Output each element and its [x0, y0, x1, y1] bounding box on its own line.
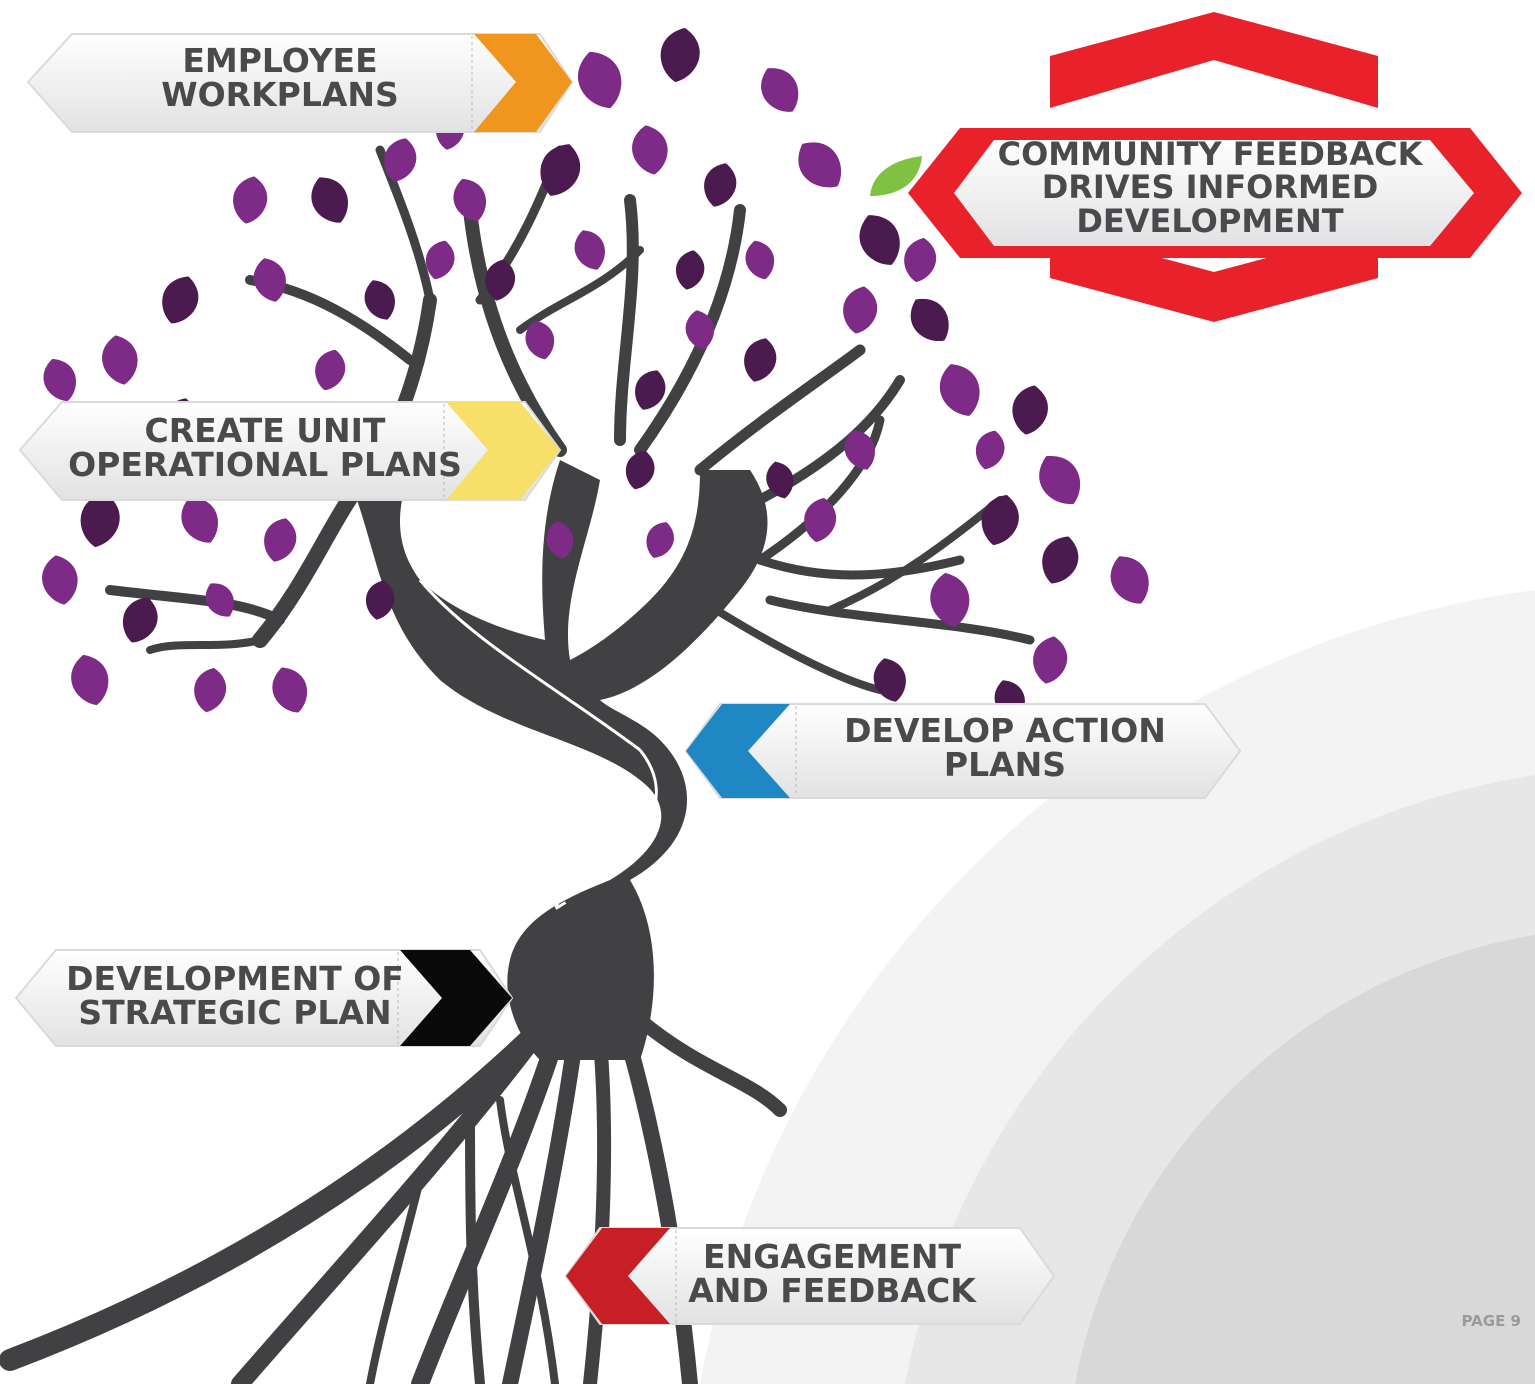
label-line: DEVELOPMENT OF: [66, 959, 404, 998]
leaf-shape: [365, 580, 395, 620]
leaf-shape: [80, 492, 120, 548]
leaf-shape: [102, 335, 138, 385]
leaf-shape: [272, 667, 307, 713]
label-community-feedback: [870, 12, 1522, 322]
leaf-shape: [675, 250, 705, 290]
leaf-shape: [233, 176, 267, 224]
label-create-unit: [18, 401, 562, 501]
label-employee-workplans-text: EMPLOYEE WORKPLANS: [150, 41, 410, 115]
chevron-right-icon: [446, 402, 560, 500]
label-community-feedback-text: COMMUNITY FEEDBACK DRIVES INFORMED DEVEL…: [985, 135, 1435, 240]
label-line: CREATE UNIT: [144, 411, 386, 450]
tree-trunk: [350, 460, 768, 1060]
leaf-shape: [1039, 456, 1081, 504]
leaf-shape: [930, 572, 970, 628]
label-engagement-text: ENGAGEMENT AND FEEDBACK: [680, 1237, 984, 1311]
leaf-shape: [745, 240, 775, 280]
leaf-shape: [425, 240, 455, 280]
leaf-shape: [646, 522, 674, 558]
chevron-left-icon: [686, 704, 790, 798]
leaf-shape: [625, 450, 655, 490]
leaf-shape: [761, 68, 799, 112]
leaf-shape: [453, 178, 486, 222]
label-line: ENGAGEMENT: [703, 1237, 961, 1276]
label-line: COMMUNITY FEEDBACK: [997, 135, 1423, 173]
leaf-shape: [364, 280, 395, 320]
label-create-unit-text: CREATE UNIT OPERATIONAL PLANS: [60, 411, 470, 485]
leaf-shape: [635, 370, 666, 410]
trunk-stripe: [418, 579, 641, 752]
label-development-strategic: [14, 949, 514, 1047]
label-develop-action-text: DEVELOP ACTION PLANS: [820, 711, 1190, 785]
leaf-shape: [685, 310, 715, 350]
leaf-shape: [873, 658, 906, 702]
leaf-shape: [574, 230, 605, 270]
leaf-shape: [311, 177, 348, 223]
label-line: OPERATIONAL PLANS: [68, 445, 462, 485]
leaf-shape: [485, 259, 515, 301]
leaf-shape: [384, 138, 417, 182]
leaf-shape: [859, 215, 900, 265]
leaf-shape: [939, 364, 980, 416]
leaf-shape: [162, 276, 199, 324]
leaf-shape: [1012, 385, 1048, 435]
leaf-shape: [194, 667, 226, 713]
label-line: STRATEGIC PLAN: [78, 993, 392, 1033]
background-arcs: [700, 590, 1535, 1384]
leaf-shape: [981, 494, 1019, 546]
tree-roots: [0, 999, 787, 1384]
leaf-shape: [123, 597, 158, 643]
label-develop-action: [684, 703, 1242, 799]
leaf-shape: [205, 583, 234, 617]
label-line: DEVELOP ACTION: [844, 711, 1166, 750]
leaf-shape: [540, 144, 581, 196]
leaf-shape: [181, 497, 218, 543]
leaf-shape: [1042, 536, 1079, 584]
label-engagement: [564, 1227, 1056, 1325]
leaf-shape: [42, 555, 78, 605]
leaf-green-icon: [870, 156, 922, 196]
leaf-shape: [804, 497, 836, 543]
chevron-left-icon: [566, 1228, 670, 1324]
red-frame-top: [1050, 12, 1378, 108]
leaf-shape: [264, 518, 297, 562]
label-line: DEVELOPMENT: [1076, 201, 1344, 240]
arc-inner: [1075, 935, 1535, 1384]
leaf-shape: [910, 298, 949, 342]
trunk-stripe-2: [589, 749, 658, 882]
leaf-shape: [525, 320, 555, 360]
leaf-shape: [744, 338, 777, 382]
chevron-right-icon: [474, 34, 572, 132]
leaf-shape: [43, 358, 76, 402]
label-shapes: [14, 12, 1522, 1325]
label-line: AND FEEDBACK: [688, 1271, 976, 1311]
label-development-strategic-text: DEVELOPMENT OF STRATEGIC PLAN: [60, 959, 410, 1033]
leaf-shape: [71, 654, 109, 706]
leaf-shape: [904, 237, 936, 283]
leaf-shape: [315, 349, 346, 391]
leaf-shape: [766, 461, 794, 499]
leaf-shape: [1033, 636, 1067, 684]
label-line: PLANS: [943, 745, 1067, 785]
label-line: EMPLOYEE: [182, 41, 378, 80]
label-line: WORKPLANS: [161, 75, 399, 115]
leaf-shape: [975, 430, 1005, 470]
tree-leaves: [42, 27, 1149, 720]
leaf-shape: [1110, 556, 1149, 604]
leaf-shape: [632, 125, 668, 175]
leaf-shape: [704, 163, 737, 207]
leaf-shape: [546, 521, 574, 559]
leaf-shape: [660, 27, 700, 83]
leaf-shape: [578, 51, 622, 109]
label-line: DRIVES INFORMED: [1041, 168, 1379, 207]
leaf-shape: [253, 258, 286, 302]
chevron-right-icon: [400, 950, 512, 1046]
leaf-shape: [843, 286, 877, 334]
label-employee-workplans: [26, 33, 574, 133]
leaf-shape: [798, 142, 842, 188]
leaf-shape: [844, 430, 875, 470]
page-number: PAGE 9: [1461, 1312, 1521, 1330]
